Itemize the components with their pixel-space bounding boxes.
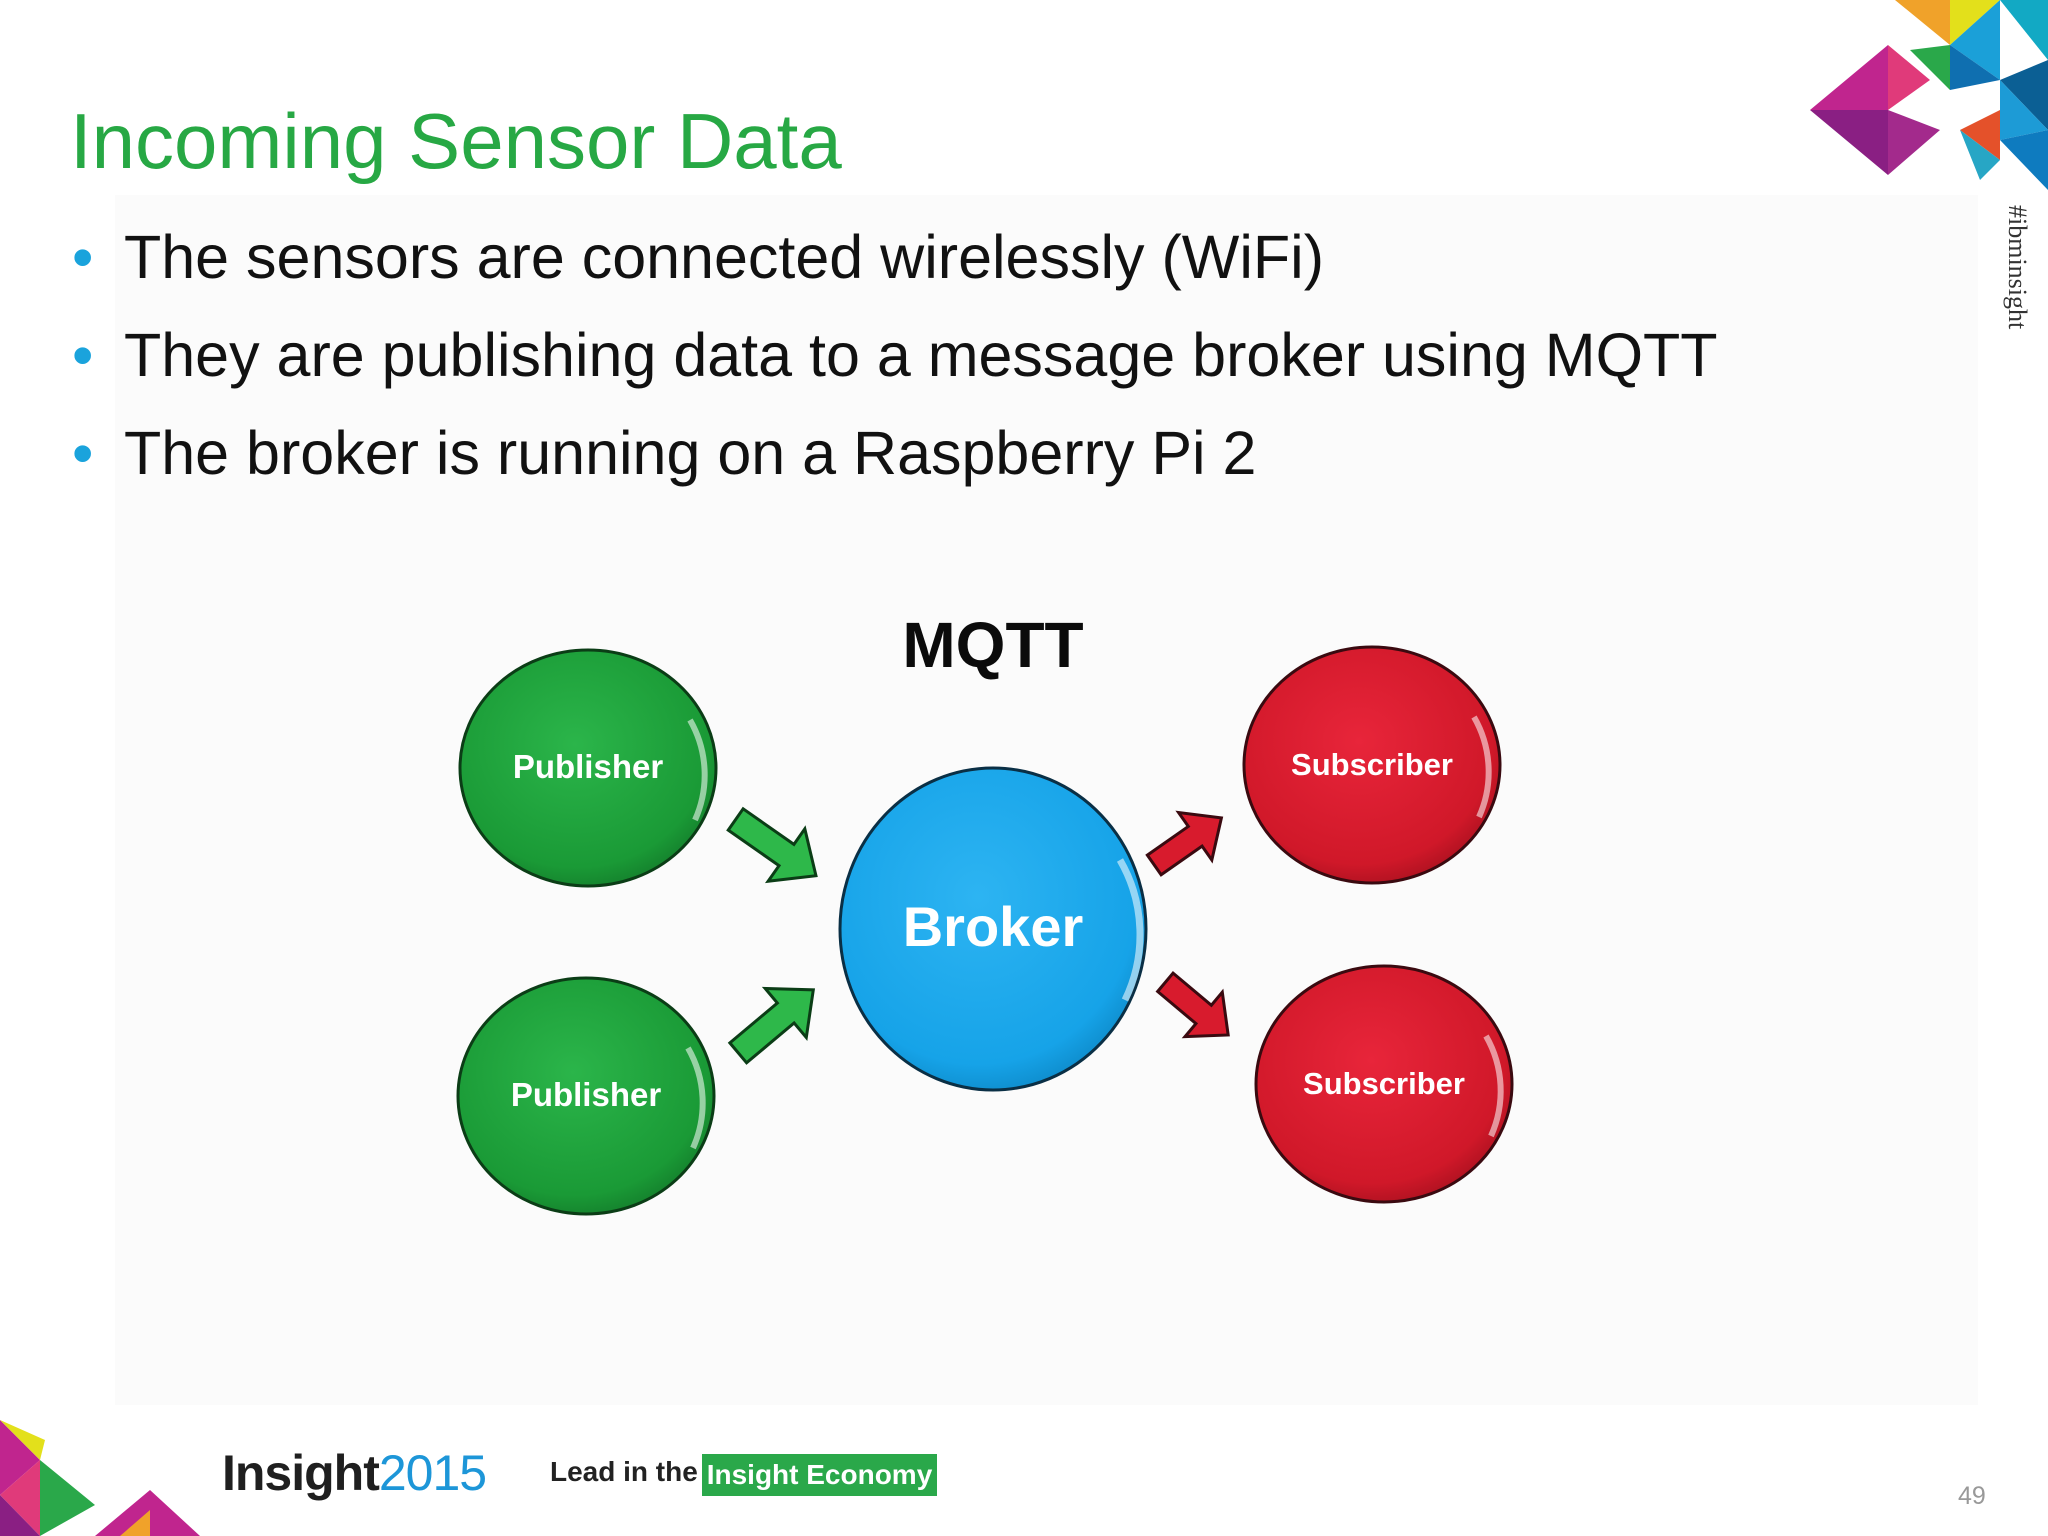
subscriber-node: Subscriber — [1254, 964, 1514, 1204]
bullet-item: • They are publishing data to a message … — [70, 320, 1718, 418]
subscriber-label: Subscriber — [1291, 747, 1453, 782]
publisher-label: Publisher — [511, 1076, 662, 1113]
subscriber-node: Subscriber — [1242, 645, 1502, 885]
publisher-label: Publisher — [513, 748, 664, 785]
arrow-publisher-to-broker — [727, 986, 816, 1065]
footer-tagline: Lead in the — [550, 1456, 698, 1487]
footer-brand-logo: Insight2015 — [222, 1444, 487, 1502]
bullet-item: • The broker is running on a Raspberry P… — [70, 418, 1718, 516]
publisher-node: Publisher — [458, 648, 718, 888]
bullet-text: They are publishing data to a message br… — [124, 321, 1718, 389]
bullet-dot-icon: • — [72, 321, 94, 389]
arrow-publisher-to-broker — [726, 806, 818, 884]
slide-title: Incoming Sensor Data — [70, 97, 842, 185]
bullet-dot-icon: • — [72, 223, 94, 291]
page-number: 49 — [1958, 1482, 1986, 1510]
corner-decoration-top — [1810, 0, 2048, 190]
brand-name: Insight — [222, 1445, 380, 1501]
bullet-dot-icon: • — [72, 419, 94, 487]
bullet-text: The sensors are connected wirelessly (Wi… — [124, 223, 1325, 291]
hashtag-label: #ibminsight — [2003, 205, 2032, 330]
subscriber-label: Subscriber — [1303, 1066, 1465, 1101]
bullet-item: • The sensors are connected wirelessly (… — [70, 222, 1718, 320]
publisher-node: Publisher — [456, 976, 716, 1216]
footer-tagline-highlight: Insight Economy — [702, 1454, 937, 1496]
bullet-text: The broker is running on a Raspberry Pi … — [124, 419, 1257, 487]
diagram-title: MQTT — [902, 609, 1083, 681]
broker-node: Broker — [838, 766, 1148, 1092]
arrow-broker-to-subscriber — [1155, 970, 1230, 1039]
brand-year: 2015 — [378, 1445, 487, 1501]
arrow-broker-to-subscriber — [1145, 810, 1224, 877]
corner-decoration-bottom — [0, 1420, 200, 1536]
bullet-list: • The sensors are connected wirelessly (… — [70, 222, 1718, 516]
broker-label: Broker — [903, 895, 1084, 958]
